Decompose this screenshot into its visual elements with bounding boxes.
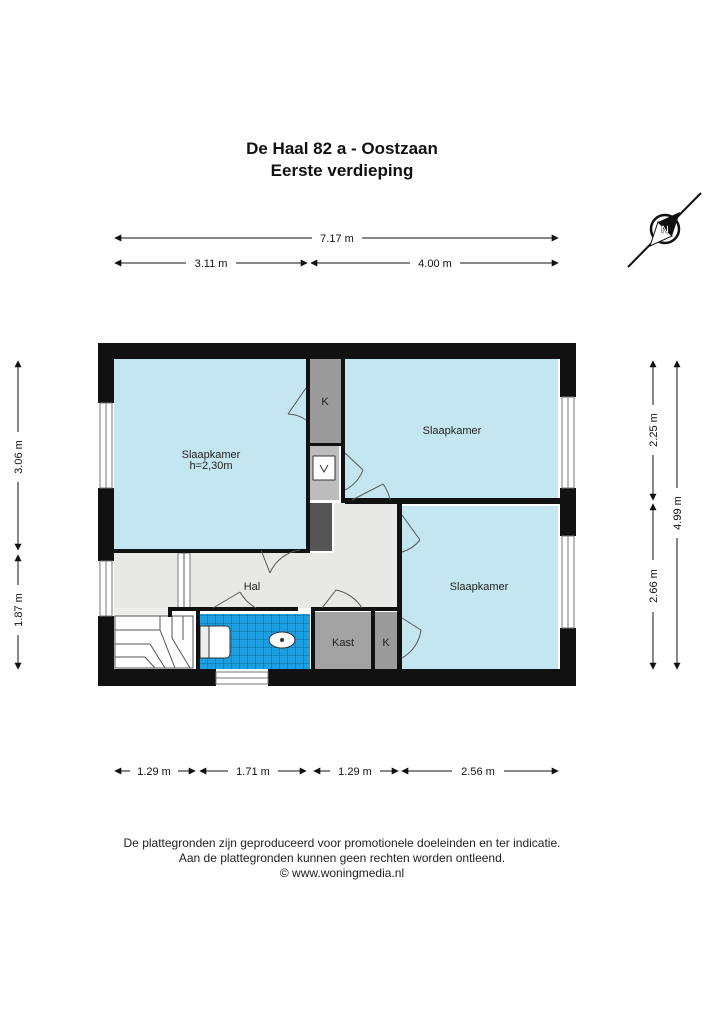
- dim-right-lower: 2.66 m: [648, 569, 660, 603]
- walls: [98, 343, 576, 686]
- disclaimer-line-2: Aan de plattegronden kunnen geen rechten…: [178, 851, 506, 865]
- svg-text:N: N: [661, 224, 669, 236]
- north-arrow-icon: N: [627, 192, 702, 268]
- dim-top-left: 3.11 m: [195, 258, 228, 270]
- hall-floor: [114, 553, 400, 608]
- doors: [212, 387, 422, 659]
- dim-right-upper: 2.25 m: [648, 413, 660, 447]
- room-label-slaapkamer-2: Slaapkamer: [423, 425, 482, 437]
- room-label-hal: Hal: [244, 581, 261, 593]
- stairs: [114, 552, 194, 669]
- bathroom-fixtures: [199, 455, 336, 659]
- room-label-kast: Kast: [332, 637, 354, 649]
- room-label-slaapkamer-3: Slaapkamer: [450, 581, 509, 593]
- hall-floor-upper: [334, 503, 400, 555]
- closet-dark: [309, 503, 332, 551]
- room-label-k-lower: K: [382, 637, 390, 649]
- dim-left-upper: 3.06 m: [13, 440, 25, 474]
- room-label-slaapkamer-1: Slaapkamer: [182, 449, 241, 461]
- windows: [99, 396, 575, 685]
- dim-right-total: 4.99 m: [672, 496, 684, 530]
- room-fills: [114, 359, 558, 669]
- dim-bottom-2: 1.71 m: [236, 766, 270, 778]
- dim-total-width: 7.17 m: [320, 233, 354, 245]
- dimension-lines: [14, 234, 681, 775]
- closet-upper: [309, 359, 341, 443]
- kast-floor: [315, 612, 371, 669]
- dim-left-lower: 1.87 m: [13, 593, 25, 627]
- dim-bottom-1: 1.29 m: [137, 766, 171, 778]
- bedroom-1-floor: [114, 359, 306, 550]
- disclaimer-line-1: De plattegronden zijn geproduceerd voor …: [123, 836, 561, 850]
- plan-subtitle: Eerste verdieping: [270, 161, 414, 180]
- plan-title: De Haal 82 a - Oostzaan: [246, 139, 438, 158]
- bedroom-2-floor: [344, 359, 558, 499]
- dim-bottom-4: 2.56 m: [461, 766, 495, 778]
- dim-bottom-3: 1.29 m: [338, 766, 372, 778]
- dim-top-right: 4.00 m: [418, 258, 452, 270]
- room-label-k-upper: K: [321, 396, 329, 408]
- closet-lower: [375, 612, 397, 669]
- room-height-label: h=2,30m: [189, 460, 232, 472]
- copyright-line: © www.woningmedia.nl: [279, 866, 405, 880]
- bedroom-3-floor: [401, 506, 558, 669]
